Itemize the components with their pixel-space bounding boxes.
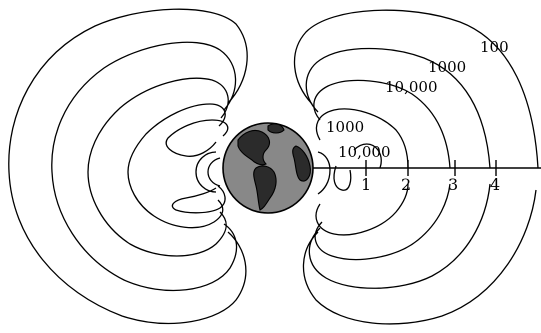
left-contour-3: [88, 78, 228, 256]
label-outer-100: 100: [480, 38, 509, 56]
right-contour-2-lower: [309, 184, 490, 288]
label-outer-10000: 10,000: [385, 78, 438, 96]
label-inner-10000: 10,000: [338, 143, 391, 161]
left-contours: [9, 9, 247, 323]
left-contour-7: [196, 152, 216, 192]
right-contour-3-lower: [315, 184, 450, 259]
left-contour-6: [172, 186, 225, 213]
axis-tick-label-3: 3: [448, 175, 458, 194]
axis-tick-label-1: 1: [361, 175, 371, 194]
left-contour-5: [166, 120, 227, 156]
right-contour-outer-lower: [303, 190, 536, 324]
axis-tick-label-2: 2: [401, 175, 411, 194]
right-contour-6: [334, 166, 351, 190]
left-contour-4: [128, 104, 225, 228]
axis-tick-label-4: 4: [490, 175, 500, 194]
right-contour-7: [318, 152, 330, 194]
label-inner-1000: 1000: [326, 118, 364, 136]
left-contour-8: [208, 158, 220, 186]
label-outer-1000: 1000: [428, 58, 466, 76]
contour-labels: 100 1000 10,000 1000 10,000: [326, 38, 509, 161]
earth-globe-icon: [223, 123, 313, 213]
right-contours: [295, 10, 538, 324]
